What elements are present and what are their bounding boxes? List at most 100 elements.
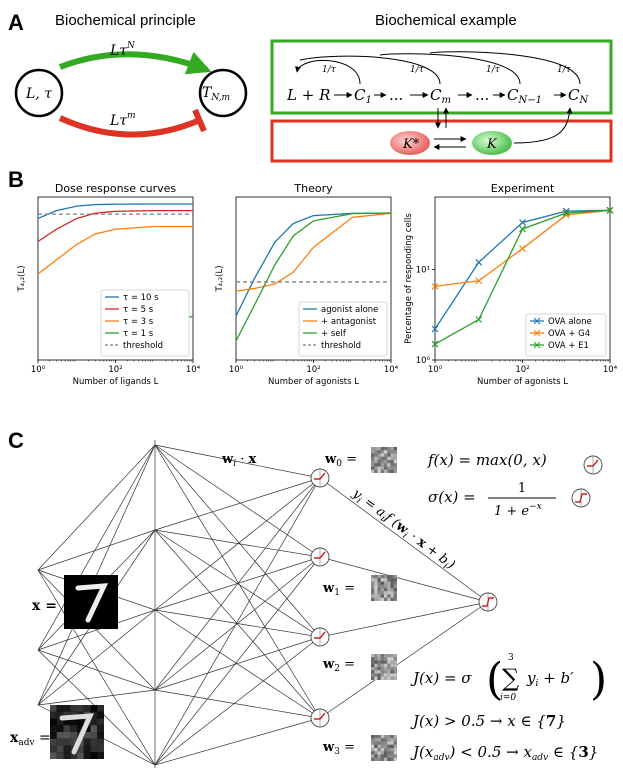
w1-image-px	[374, 588, 378, 592]
w0-image-px	[377, 450, 381, 454]
w3-image-px	[371, 741, 375, 745]
red-box	[270, 119, 613, 163]
w2-image-px	[384, 667, 388, 671]
w1-image-px	[380, 591, 384, 595]
y-tick-label: 10⁰	[416, 356, 431, 366]
legend-label: τ = 3 s	[123, 317, 154, 327]
w2-image-px	[384, 670, 388, 674]
w3-image-px	[393, 748, 397, 752]
edge	[154, 529, 321, 558]
rate-label-3: 1/τ	[486, 65, 501, 75]
w3-image-px	[393, 757, 397, 761]
w0-image-px	[374, 463, 378, 467]
w0-image-px	[390, 463, 394, 467]
w1-image-px	[387, 591, 391, 595]
w0-image-px	[371, 453, 375, 457]
adversarial-image-px	[97, 725, 104, 732]
w2-image-px	[377, 667, 381, 671]
edge	[319, 556, 489, 603]
y-axis-label: Percentage of responding cells	[404, 213, 414, 344]
eq-sigmoid-num: 1	[518, 481, 526, 496]
w3-image-px	[380, 744, 384, 748]
w3-image-px	[377, 751, 381, 755]
w3-image-px	[380, 741, 384, 745]
w0-image-px	[380, 466, 384, 470]
y-tick-label: 10¹	[416, 265, 430, 275]
w2-image-px	[387, 660, 391, 664]
w3-image-px	[380, 738, 384, 742]
input-x-label: x =	[32, 598, 57, 614]
adversarial-image-px	[90, 718, 98, 726]
adversarial-image-px	[83, 732, 91, 739]
panel-b-letter: B	[8, 167, 24, 192]
w0-image-px	[387, 453, 391, 457]
w0-image-px	[390, 469, 394, 473]
w1-image-px	[374, 581, 378, 585]
w3-image-px	[387, 735, 391, 739]
legend-label: τ = 10 s	[123, 293, 159, 303]
chain-c1: C1	[354, 86, 372, 106]
w3-image-px	[374, 751, 378, 755]
w0-image-px	[371, 456, 375, 460]
eq-J-seven: J(x) > 0.5 → x ∈ {7}	[410, 712, 566, 730]
svg-text:): )	[590, 654, 607, 705]
w3-image-px	[380, 735, 384, 739]
w0-image-px	[384, 456, 388, 460]
w3-image-px	[374, 738, 378, 742]
w2-image-px	[380, 657, 384, 661]
w3-image-px	[384, 744, 388, 748]
edge	[154, 529, 321, 719]
w0-image-px	[390, 447, 394, 451]
w1-image-px	[390, 594, 394, 598]
adversarial-image-px	[70, 725, 77, 732]
edge	[154, 444, 321, 558]
chain-cm: Cm	[430, 86, 451, 106]
edge	[37, 689, 156, 706]
w3-image-px	[380, 757, 384, 761]
edge	[154, 636, 321, 766]
w2-image-px	[393, 657, 397, 661]
w2-image-px	[371, 660, 375, 664]
w1-image-px	[374, 594, 378, 598]
w2-image-px	[387, 670, 391, 674]
edge	[154, 477, 321, 691]
w3-image-px	[384, 741, 388, 745]
adversarial-image-px	[70, 705, 77, 712]
w3-image-px	[377, 738, 381, 742]
adversarial-image-px	[97, 752, 104, 759]
w2-image-px	[374, 660, 378, 664]
adversarial-image-px	[50, 732, 57, 739]
w1-image-px	[384, 594, 388, 598]
edge	[154, 477, 321, 766]
w1-image-px	[371, 591, 375, 595]
input-image-seven	[64, 575, 118, 629]
w0-image-px	[390, 450, 394, 454]
adversarial-image-px	[50, 705, 57, 712]
w2-image-px	[374, 673, 378, 677]
w2-image-px	[377, 663, 381, 667]
chain-dots-1: ...	[389, 86, 403, 104]
adversarial-image-px	[63, 752, 71, 759]
w0-image-px	[393, 460, 397, 464]
repression-arrow	[58, 115, 202, 138]
w3-image-px	[374, 741, 378, 745]
w3-image-px	[390, 741, 394, 745]
w0-image-px	[384, 460, 388, 464]
adversarial-image-px	[83, 745, 91, 753]
w2-image-px	[380, 663, 384, 667]
w3-image-px	[374, 757, 378, 761]
legend-label: OVA + E1	[548, 341, 589, 351]
w1-image-px	[374, 591, 378, 595]
w2-image-px	[390, 667, 394, 671]
data-point	[519, 219, 526, 226]
w2-image-px	[387, 654, 391, 658]
adversarial-image-px	[77, 705, 84, 712]
w3-image-px	[393, 741, 397, 745]
w1-image-px	[377, 578, 381, 582]
w2-image-px	[380, 660, 384, 664]
edge	[319, 601, 489, 638]
w1-image-px	[380, 594, 384, 598]
adversarial-image-px	[70, 718, 77, 726]
w1-image-px	[377, 594, 381, 598]
w2-image-px	[390, 663, 394, 667]
